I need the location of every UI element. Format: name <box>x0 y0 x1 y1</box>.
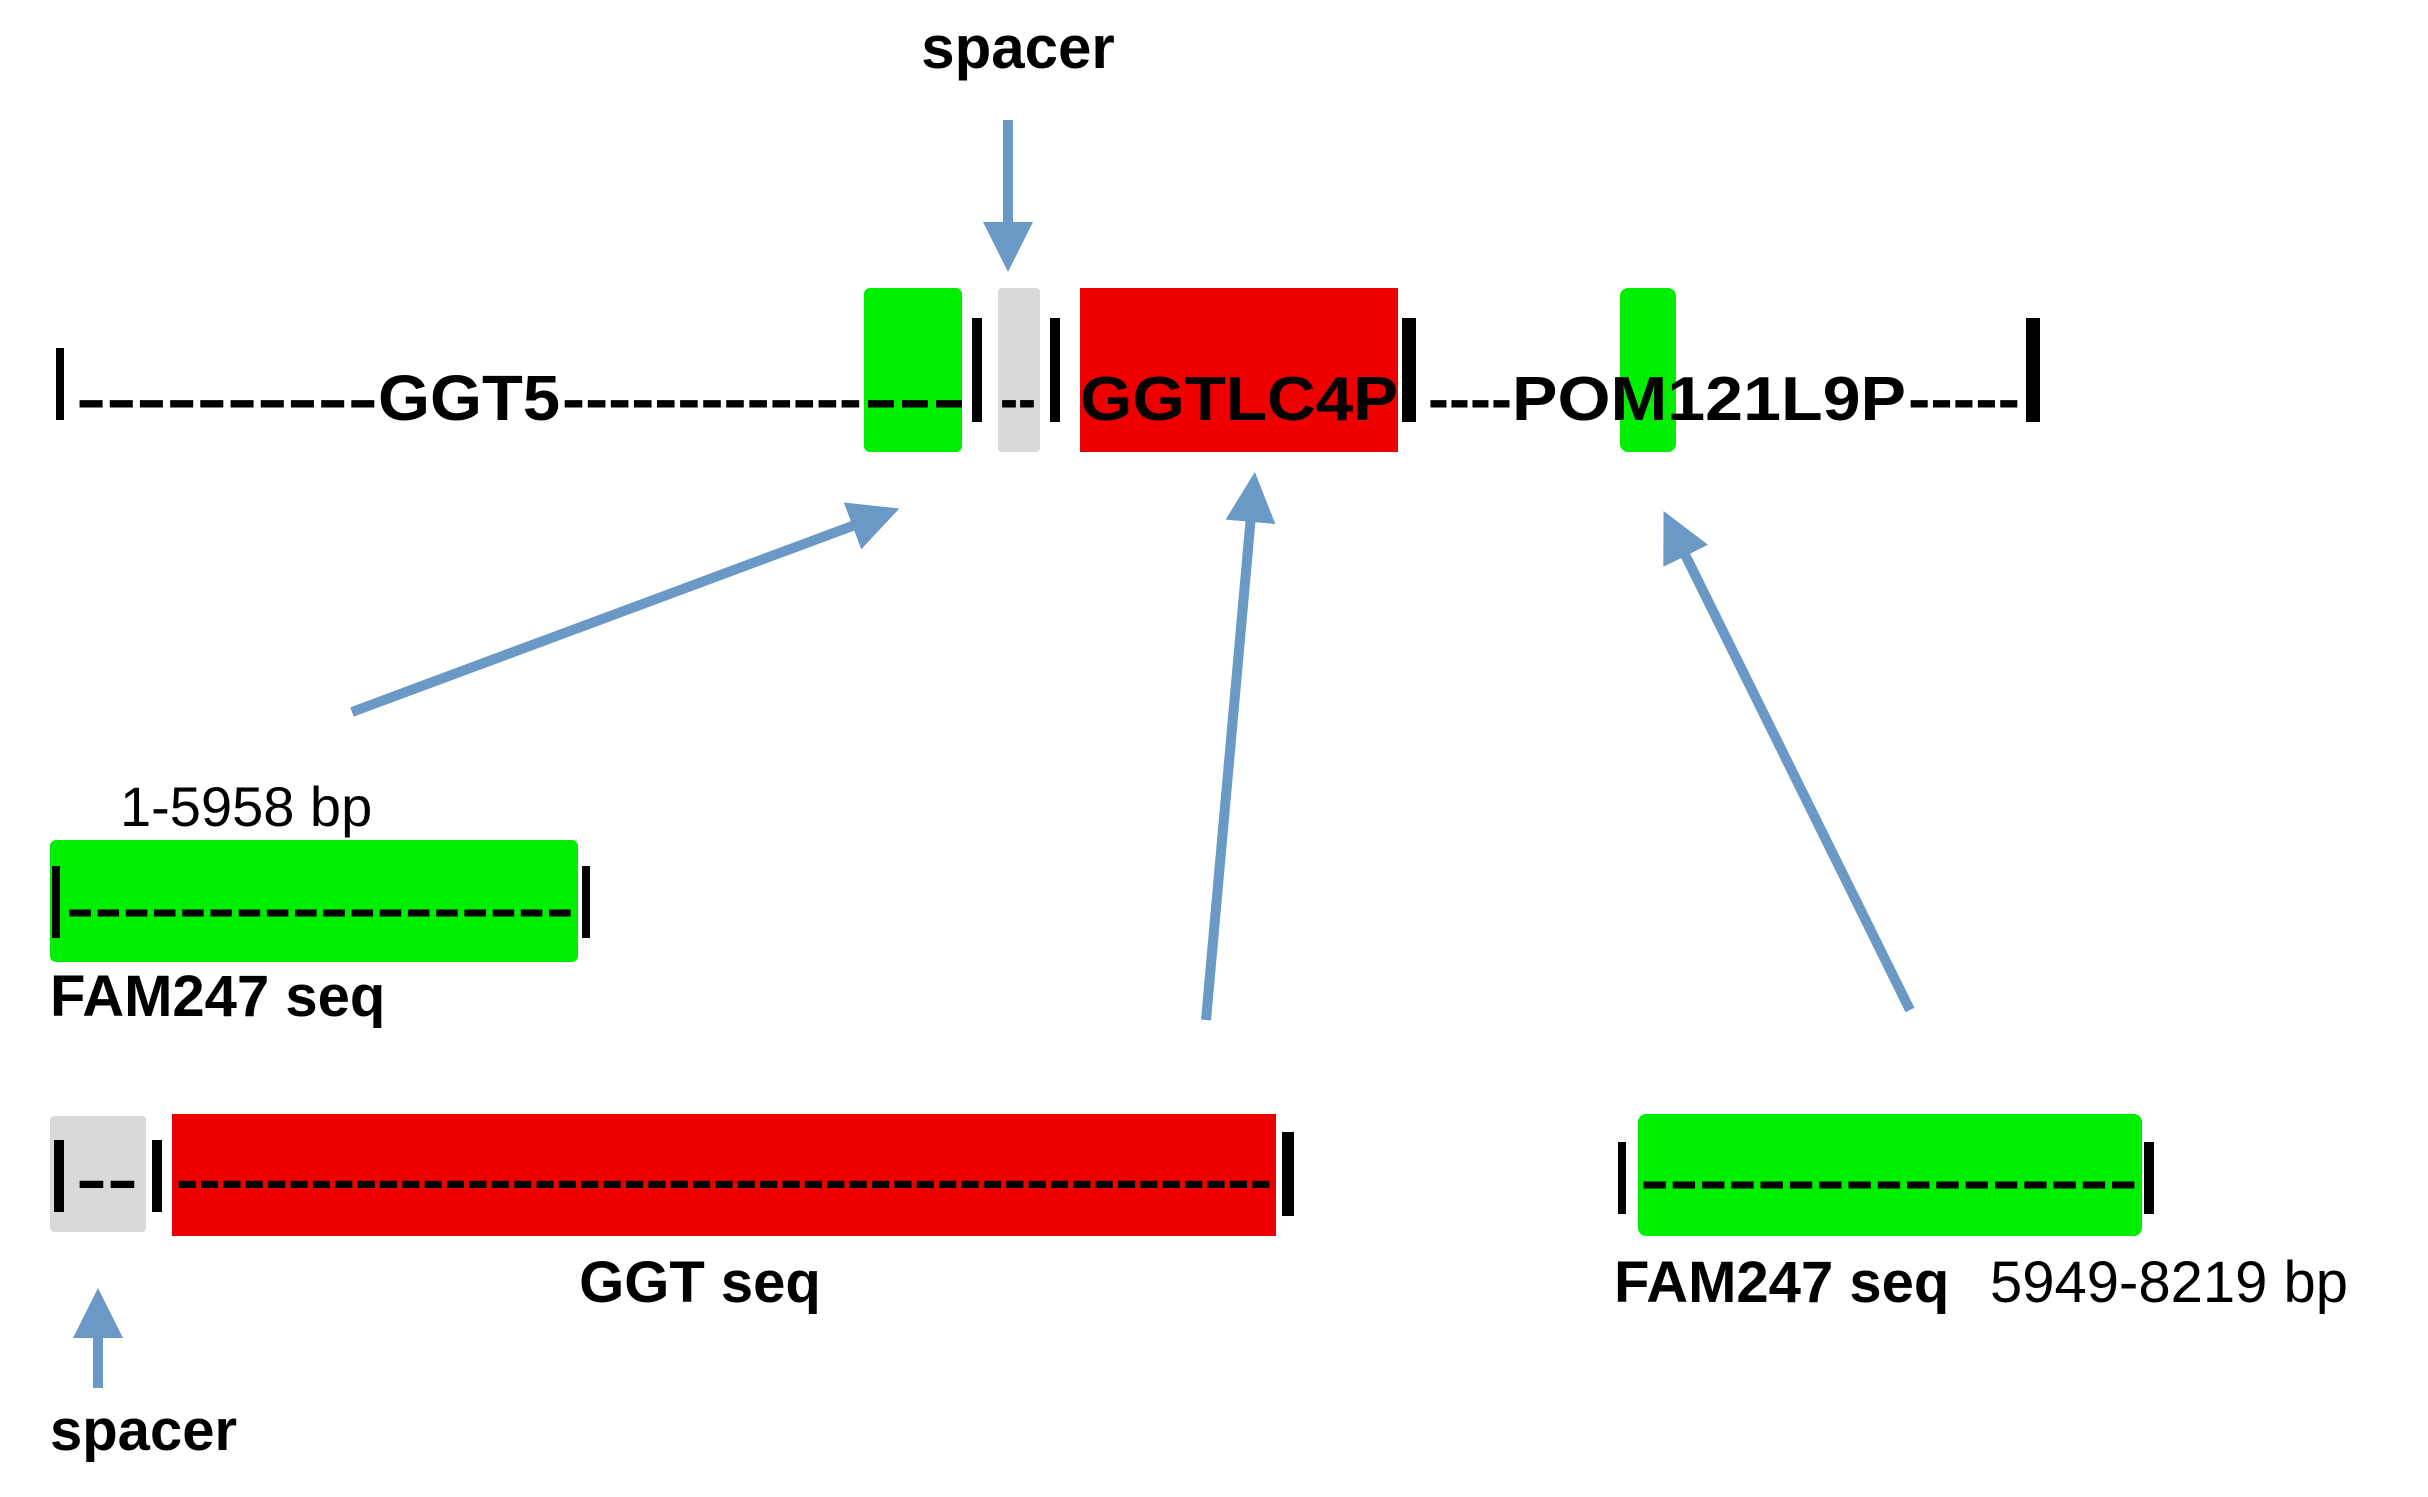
top-tick-start <box>56 348 64 420</box>
top-spacer-box <box>998 288 1040 452</box>
arrow-fam247-left-to-top <box>350 502 900 717</box>
top-spacer-label: spacer <box>921 14 1114 81</box>
ggt-spacer-label: spacer <box>50 1398 237 1463</box>
top-track: spacer ---------- GGT5 ------------- ---… <box>56 14 2040 452</box>
ggt-spacer-dashes: -- <box>76 1146 138 1213</box>
fam247-right-tick-end <box>2144 1142 2154 1214</box>
top-pre-pom-dashes: ---- <box>1428 365 1512 434</box>
top-tick-end <box>2026 318 2040 422</box>
fam247-right-tick-start <box>1618 1142 1626 1214</box>
ggt-dashes: ----------------------------------------… <box>176 1146 1272 1213</box>
fam247-left-name: FAM247 seq <box>50 964 385 1029</box>
top-spacer-dashes: -- <box>1000 365 1036 434</box>
fam247-left-range: 1-5958 bp <box>120 775 372 838</box>
ggt-red-box <box>172 1114 1276 1236</box>
ggt-spacer-box <box>50 1116 146 1232</box>
top-green-box-right <box>1620 288 1676 452</box>
top-tick-2 <box>1050 318 1060 422</box>
gene-label-ggt5: GGT5 <box>378 362 560 434</box>
fam247-left-tick-end <box>582 866 590 938</box>
fam247-left-segment: 1-5958 bp ------------------ FAM247 seq <box>50 775 590 1029</box>
top-tick-3 <box>1402 318 1416 422</box>
insertion-arrows <box>350 472 1915 1021</box>
fam247-right-range: 5949-8219 bp <box>1990 1250 2348 1315</box>
gene-label-ggtlc4p: GGTLC4P <box>1080 365 1398 434</box>
fam247-right-box <box>1638 1114 2142 1236</box>
top-green-box-left <box>864 288 962 452</box>
top-middle-dashes: ------------- <box>562 365 862 434</box>
arrow-fam247-right-to-top <box>1663 511 1915 1013</box>
fam247-right-dashes: ----------------- <box>1640 1148 2138 1213</box>
fam247-left-tick-start <box>52 866 60 938</box>
ggt-tick-mid <box>152 1140 162 1212</box>
arrow-ggt-to-top <box>1201 472 1276 1021</box>
ggt-tick-end <box>1282 1132 1294 1216</box>
fam247-left-dashes: ------------------ <box>66 876 574 941</box>
top-post-pom-dashes: ----- <box>1908 365 2020 434</box>
fam247-right-segment: ----------------- FAM247 seq 5949-8219 b… <box>1614 1114 2348 1315</box>
ggt-seq-name: GGT seq <box>579 1250 821 1315</box>
ggt-seq-segment: -- -------------------------------------… <box>50 1114 1294 1463</box>
gene-label-pom121l9p: POM121L9P <box>1512 365 1906 434</box>
top-left-dashes: ---------- <box>76 365 378 434</box>
fam247-right-name: FAM247 seq <box>1614 1250 1949 1315</box>
ggt-tick-start <box>54 1140 64 1212</box>
top-tick-1 <box>972 318 982 422</box>
top-red-box <box>1080 288 1398 452</box>
top-green-dashes: --- <box>864 365 966 434</box>
fam247-left-box <box>50 840 578 962</box>
